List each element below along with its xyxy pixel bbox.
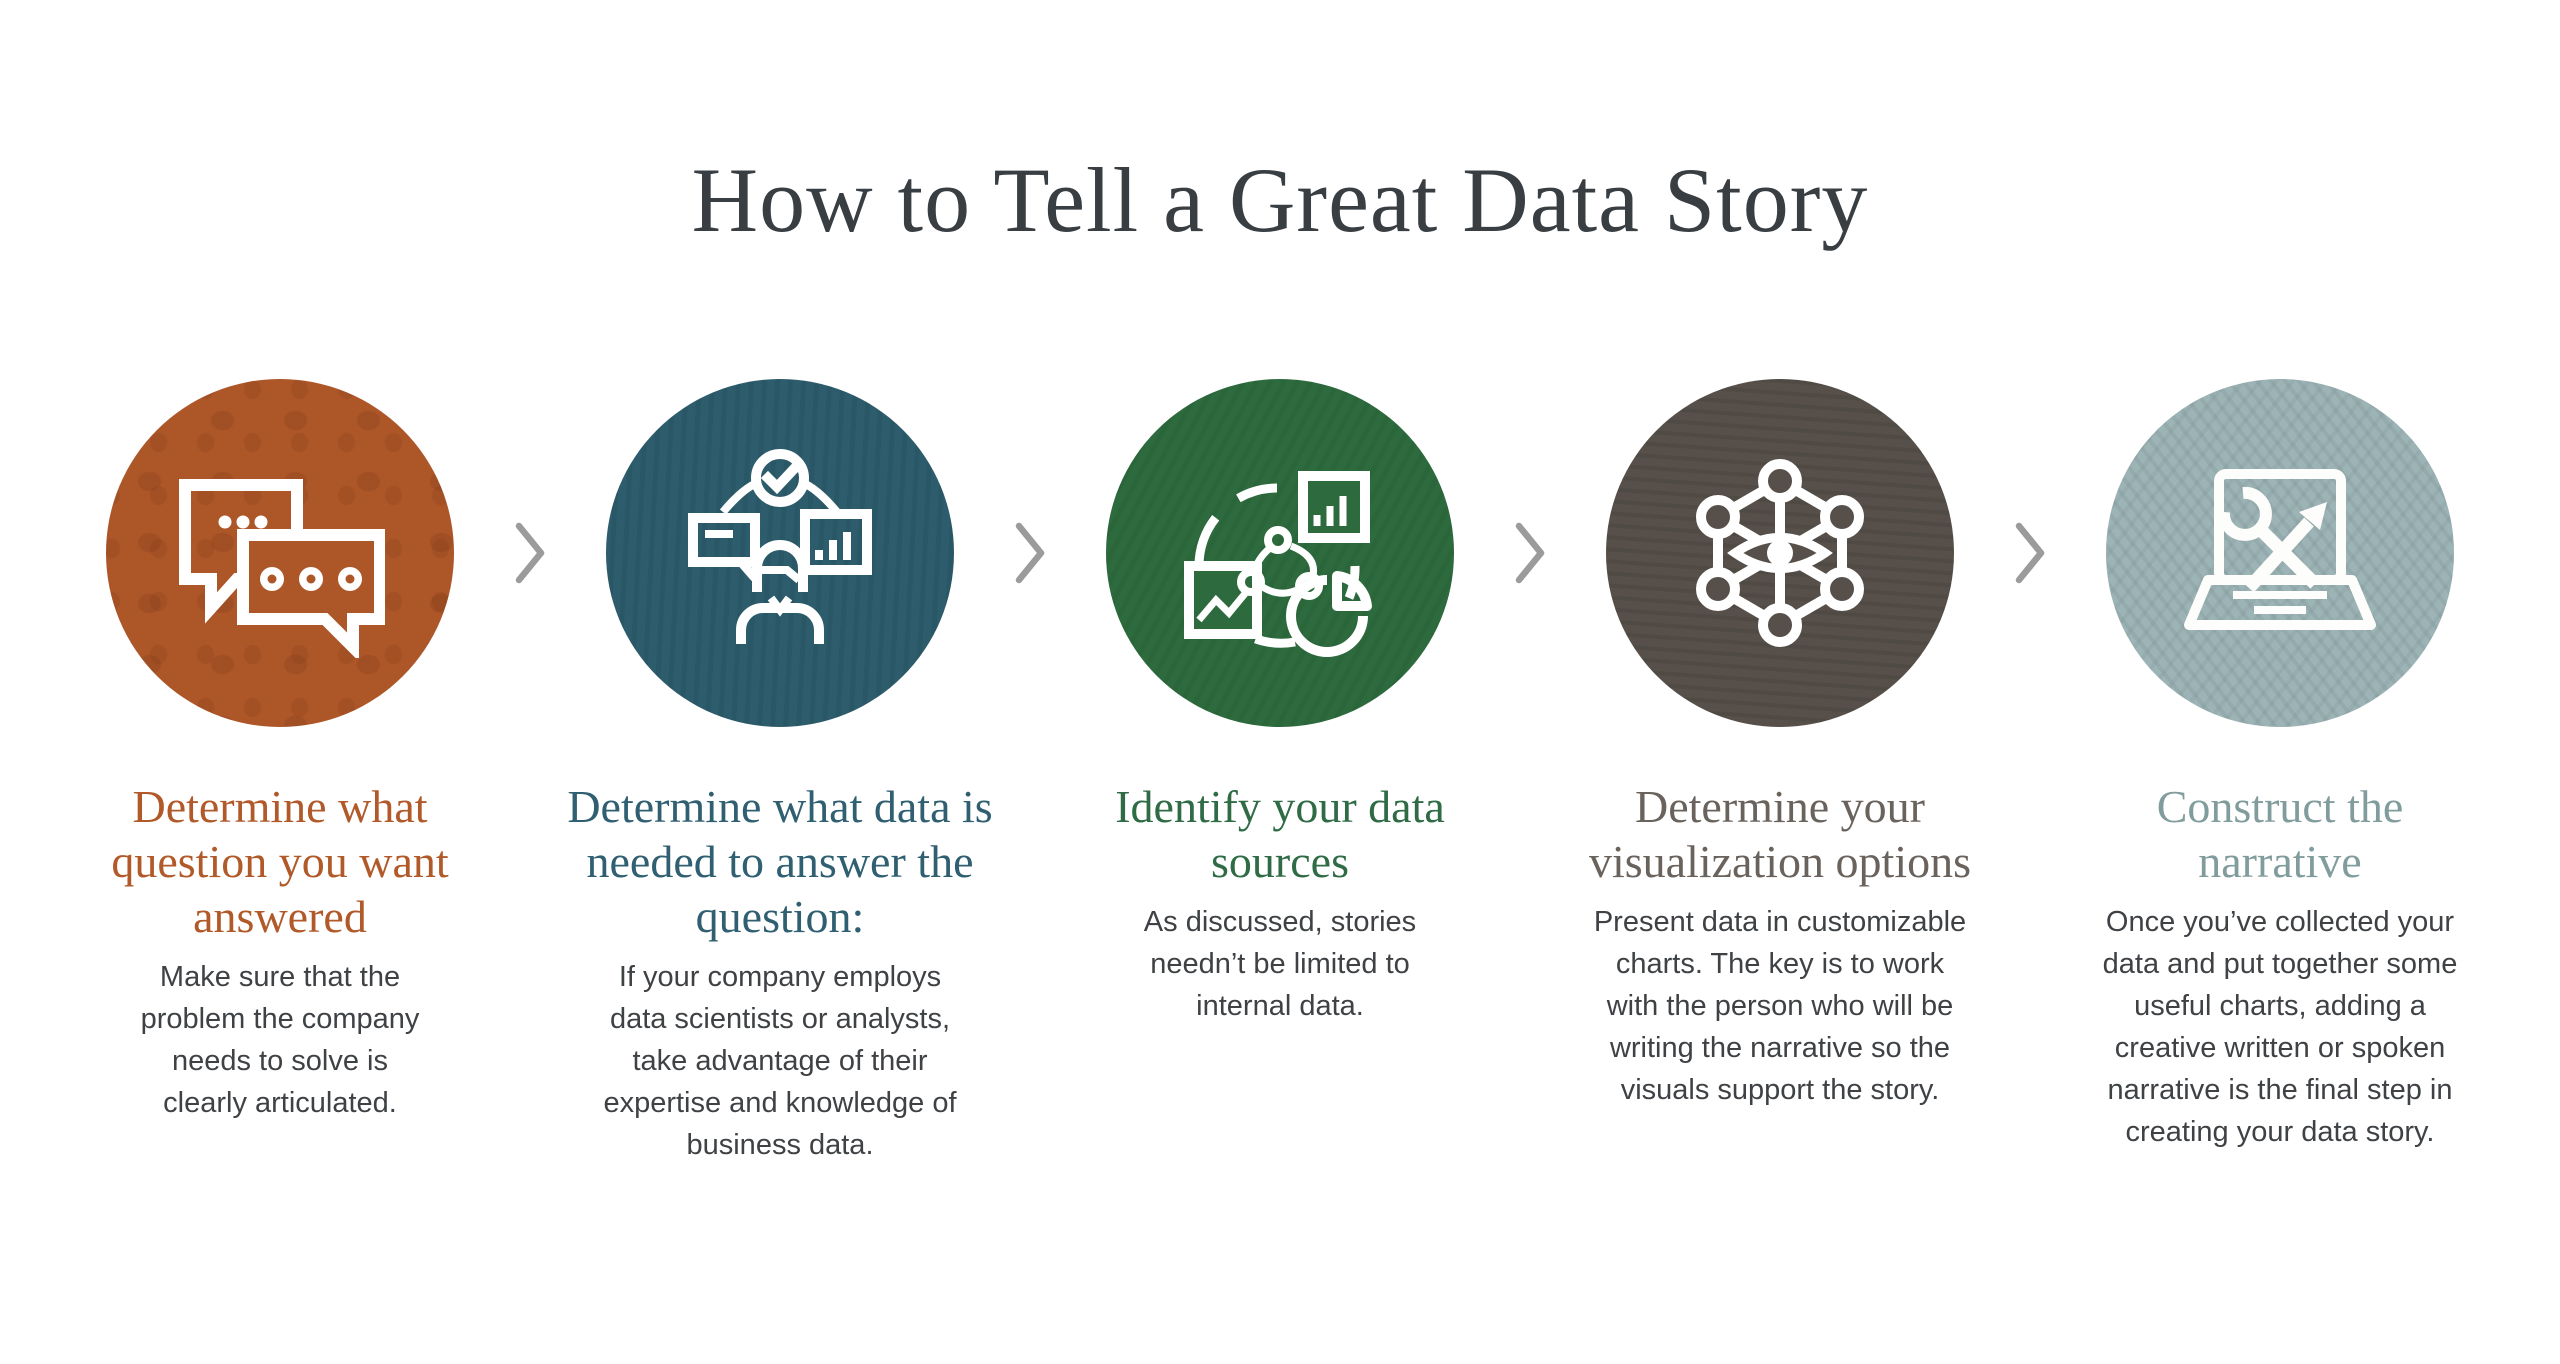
step-separator [510, 379, 550, 584]
step-heading: Determine what data is needed to answer … [567, 781, 993, 943]
step-separator [1510, 379, 1550, 584]
chevron-right-icon [515, 522, 545, 584]
steps-row: Determine what question you want answere… [0, 379, 2560, 1166]
step-separator [1010, 379, 1050, 584]
step-column-2: Determine what data is needed to answer … [550, 379, 1010, 1166]
step-circle [2106, 379, 2454, 728]
step-heading: Determine your visualization options [1588, 781, 1971, 888]
page-title: How to Tell a Great Data Story [691, 149, 1869, 251]
step-body: As discussed, stories needn’t be limited… [1143, 906, 1417, 1023]
network-eye-icon [1696, 459, 1864, 648]
step-circle [606, 379, 954, 728]
person-insights-icon [688, 449, 872, 645]
step-circle [1106, 379, 1454, 728]
step-heading: Identify your data sources [1115, 781, 1445, 888]
step-body: If your company employs data scientists … [603, 961, 957, 1162]
laptop-tools-icon [2184, 469, 2376, 631]
step-column-1: Determine what question you want answere… [50, 379, 510, 1124]
step-separator [2010, 379, 2050, 584]
chat-bubbles-icon [179, 479, 385, 659]
chevron-right-icon [1515, 522, 1545, 584]
step-circle [1606, 379, 1954, 728]
step-body: Make sure that the problem the company n… [140, 961, 420, 1120]
chevron-right-icon [1015, 522, 1045, 584]
step-heading: Determine what question you want answere… [111, 781, 449, 943]
chevron-right-icon [2015, 522, 2045, 584]
step-circle [106, 379, 454, 728]
step-column-5: Construct the narrative Once you’ve coll… [2050, 379, 2510, 1153]
step-body: Present data in customizable charts. The… [1593, 906, 1967, 1107]
step-body: Once you’ve collected your data and put … [2102, 906, 2458, 1149]
step-heading: Construct the narrative [2156, 781, 2404, 888]
data-cycle-icon [1184, 471, 1372, 658]
step-column-3: Identify your data sources As discussed,… [1050, 379, 1510, 1027]
step-column-4: Determine your visualization options Pre… [1550, 379, 2010, 1111]
